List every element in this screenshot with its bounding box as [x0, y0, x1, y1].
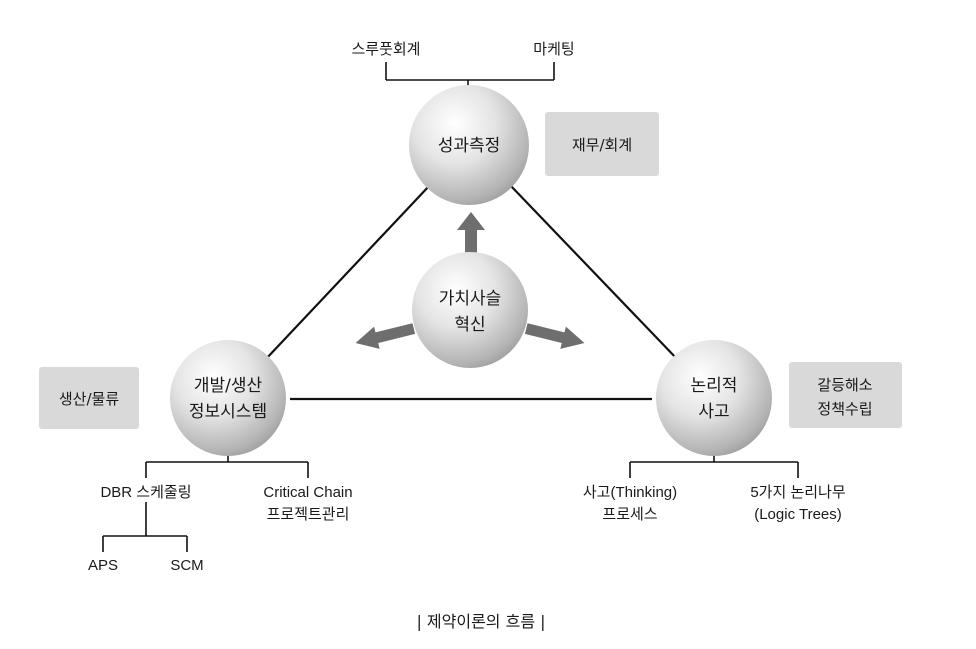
edge-top-right [509, 184, 679, 361]
leaf-logic-trees-line-2: (Logic Trees) [754, 506, 842, 523]
side-box-production-label: 생산/물류 [59, 390, 119, 408]
leaf-critical-chain-line-1: Critical Chain [263, 484, 352, 501]
arrow-right-icon [524, 323, 585, 349]
node-performance-measurement-label: 성과측정 [438, 136, 501, 156]
node-logical-thinking: 논리적 사고 [656, 340, 772, 456]
leaf-scm: SCM [170, 557, 203, 574]
diagram-caption: | 제약이론의 흐름 | [416, 612, 545, 631]
leaf-thinking-process-line-1: 사고(Thinking) [583, 484, 677, 501]
side-box-production: 생산/물류 [39, 367, 139, 429]
node-logical-line-2: 사고 [698, 402, 729, 422]
node-development-production: 개발/생산 정보시스템 [170, 340, 286, 456]
side-box-conflict-line-2: 정책수립 [817, 400, 872, 418]
leaf-thinking-process-line-2: 프로세스 [602, 506, 657, 523]
node-value-chain-line-2: 혁신 [454, 315, 485, 335]
side-box-finance: 재무/회계 [545, 112, 659, 176]
side-box-finance-label: 재무/회계 [572, 136, 632, 154]
leaf-throughput-accounting: 스루풋회계 [351, 41, 420, 58]
arrow-left-icon [355, 323, 416, 349]
node-performance-measurement: 성과측정 [409, 85, 529, 205]
node-development-line-1: 개발/생산 [194, 376, 263, 396]
side-box-conflict: 갈등해소 정책수립 [789, 362, 902, 428]
node-logical-line-1: 논리적 [691, 376, 738, 396]
edge-top-left [264, 184, 431, 361]
leaf-aps: APS [88, 557, 118, 574]
node-value-chain-innovation: 가치사슬 혁신 [412, 252, 528, 368]
node-development-line-2: 정보시스템 [189, 402, 267, 422]
leaf-logic-trees-line-1: 5가지 논리나무 [750, 484, 846, 501]
leaf-marketing: 마케팅 [533, 41, 574, 58]
node-value-chain-line-1: 가치사슬 [439, 289, 502, 309]
leaf-dbr-scheduling: DBR 스케줄링 [100, 484, 191, 501]
left-leaf-connector [102, 444, 309, 552]
side-box-conflict-line-1: 갈등해소 [817, 376, 872, 394]
leaf-critical-chain-line-2: 프로젝트관리 [267, 506, 350, 523]
